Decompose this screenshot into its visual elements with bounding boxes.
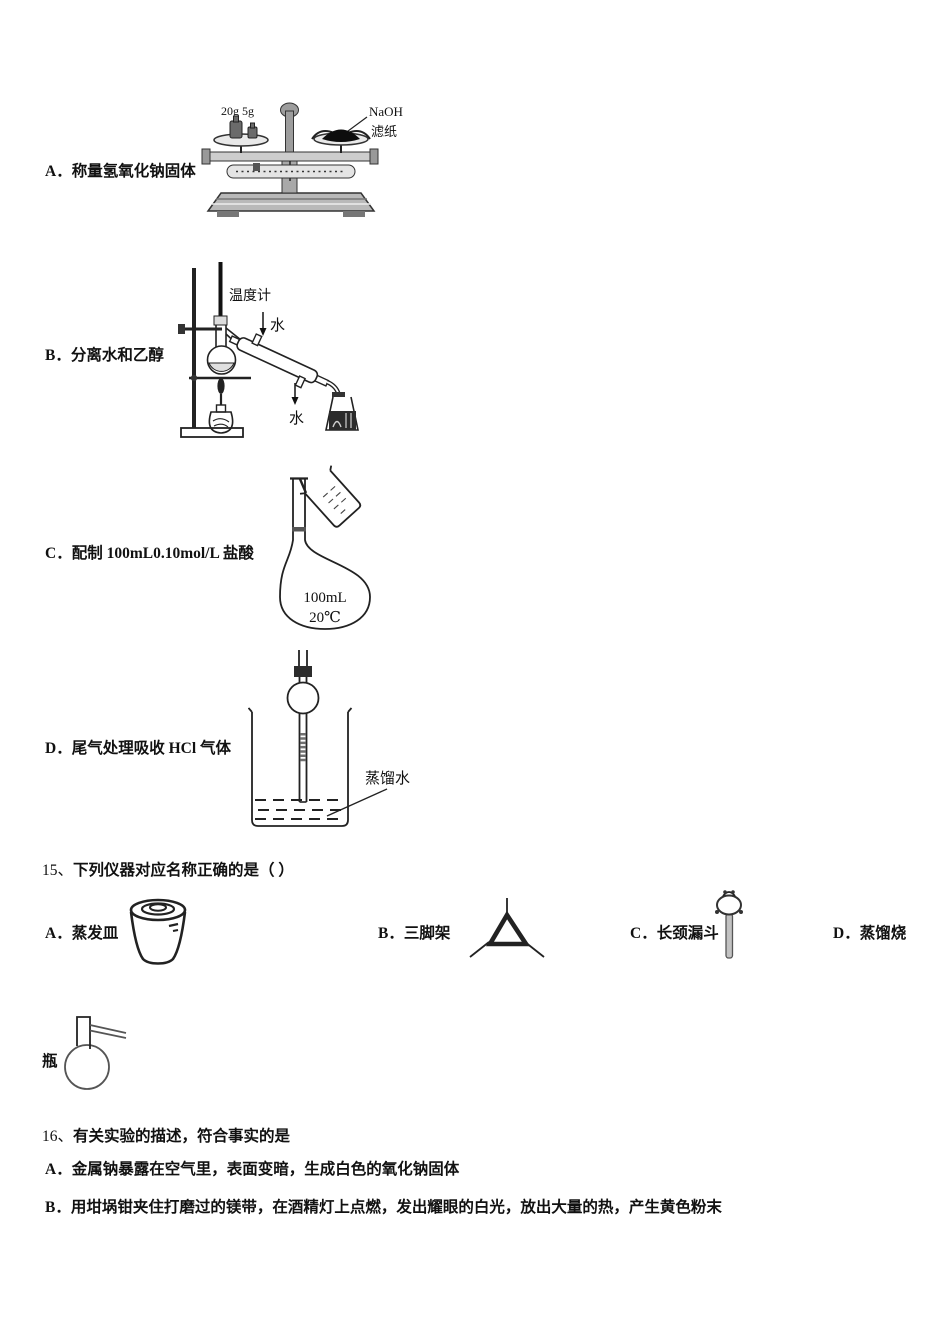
q15-option-c: C．长颈漏斗 <box>630 925 719 942</box>
flask-temp-label: 20℃ <box>309 610 341 626</box>
option-c-label: C．配制 100mL0.10mol/L 盐酸 <box>45 545 254 562</box>
balance-diagram: 20g 5g NaOH 滤纸 <box>201 102 403 217</box>
weight-5g <box>247 126 258 139</box>
naoh-label: NaOH <box>369 104 403 119</box>
weight-20g <box>229 120 243 139</box>
naoh-pile <box>322 129 360 142</box>
water-out-label: 水 <box>289 410 304 427</box>
water-outlet-nub <box>294 375 307 389</box>
thermometer-label: 温度计 <box>229 288 271 304</box>
q15-option-a: A．蒸发皿 <box>45 925 119 942</box>
safety-bulb <box>286 681 320 715</box>
water-inlet-nub <box>251 333 263 347</box>
water-dashes <box>255 799 345 820</box>
q15-option-b: B．三脚架 <box>378 925 451 942</box>
volumetric-flask <box>279 479 371 630</box>
stand-base <box>180 427 244 438</box>
distilled-water-label: 蒸馏水 <box>365 770 410 787</box>
q16-option-a: A．金属钠暴露在空气里，表面变暗，生成白色的氧化钠固体 <box>45 1161 460 1178</box>
receiver-liquid <box>329 411 356 430</box>
distillation-diagram: 温度计 水 水 <box>178 262 359 438</box>
flask-volume-label: 100mL <box>303 590 346 606</box>
condenser <box>228 333 330 389</box>
question-16-stem: 16、有关实验的描述，符合事实的是 <box>42 1128 291 1145</box>
flask-stopper <box>213 315 228 326</box>
question-15-stem: 15、下列仪器对应名称正确的是（ ） <box>42 862 294 879</box>
flask-bulb <box>64 1044 110 1090</box>
flame <box>217 378 225 394</box>
option-a-label: A．称量氢氧化钠固体 <box>45 163 196 180</box>
volumetric-flask-diagram: 100mL 20℃ <box>279 465 371 630</box>
crucible-icon <box>129 898 187 965</box>
neck-graduation <box>292 527 306 532</box>
pouring-beaker <box>299 465 362 528</box>
funnel-bulb <box>716 894 742 916</box>
balance-base <box>206 192 376 212</box>
funnel-stem <box>725 913 734 959</box>
option-b-label: B．分离水和乙醇 <box>45 347 164 364</box>
funnel-icon <box>715 890 743 959</box>
weights-label: 20g 5g <box>221 104 254 118</box>
tripod-triangle-icon <box>469 898 545 958</box>
alcohol-lamp <box>208 411 234 434</box>
balance-beam <box>208 151 372 162</box>
q15-option-d-wrap: 瓶 <box>42 1053 58 1070</box>
stopper <box>294 666 312 677</box>
q15-option-d: D．蒸馏烧 <box>833 925 907 942</box>
option-d-label: D．尾气处理吸收 HCl 气体 <box>45 740 232 757</box>
beaker <box>251 712 349 827</box>
absorption-diagram: 蒸馏水 <box>248 650 410 827</box>
q16-option-b: B．用坩埚钳夹住打磨过的镁带，在酒精灯上点燃，发出耀眼的白光，放出大量的热，产生… <box>45 1199 722 1216</box>
distillation-flask-icon <box>64 1016 127 1090</box>
water-in-label: 水 <box>270 317 285 334</box>
filter-paper-label: 滤纸 <box>371 124 397 139</box>
